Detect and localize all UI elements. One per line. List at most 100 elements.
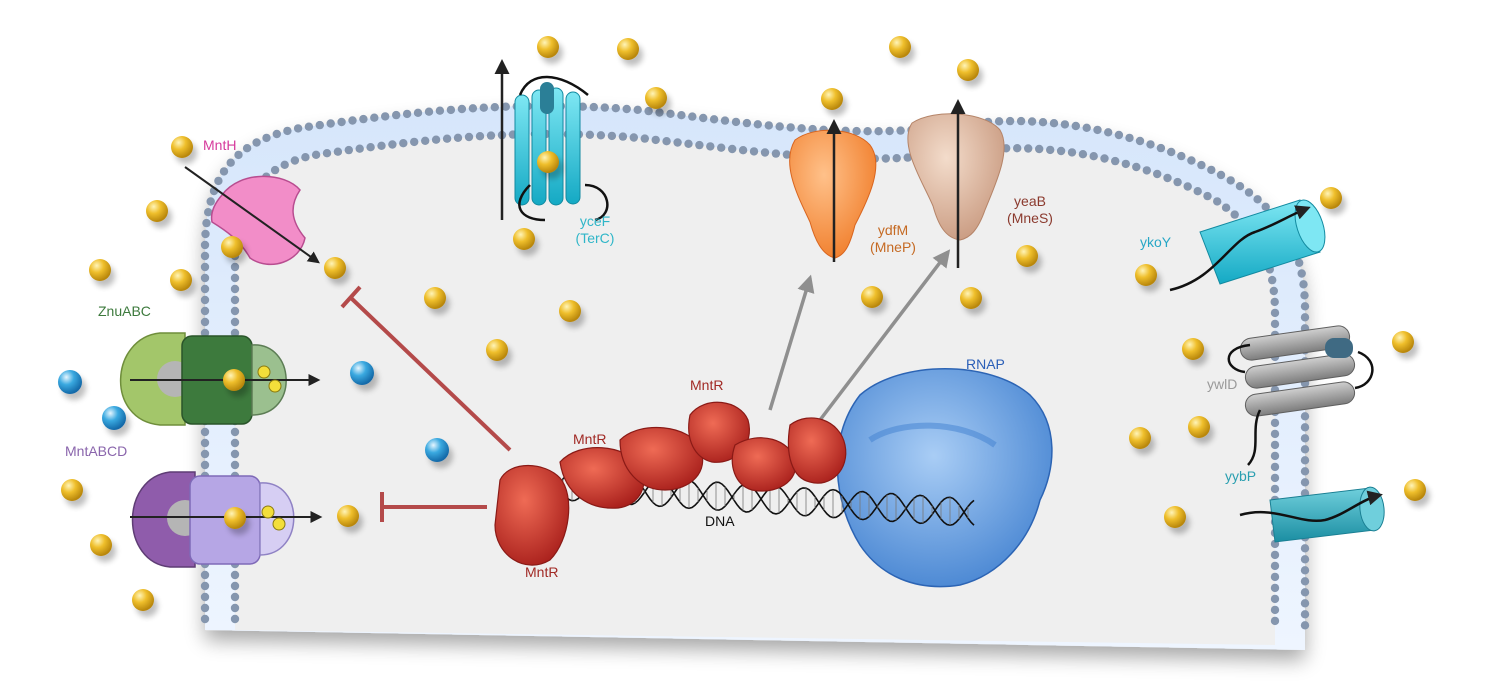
lipid-head — [475, 132, 485, 141]
lipid-head — [311, 150, 321, 159]
lipid-head — [270, 165, 280, 175]
lipid-head — [230, 262, 240, 272]
lipid-head — [200, 273, 210, 283]
lipid-head — [666, 109, 675, 119]
lipid-head — [662, 137, 671, 146]
lipid-head — [709, 115, 719, 124]
mn-ion — [1135, 264, 1157, 286]
lipid-head — [242, 144, 252, 153]
mn-ions — [61, 36, 1426, 611]
lipid-head — [230, 284, 240, 294]
lipid-head — [874, 127, 883, 136]
lipid-head — [280, 160, 289, 169]
lipid-head — [230, 295, 240, 305]
lipid-head — [424, 107, 434, 116]
lipid-head — [468, 104, 478, 113]
lipid-head — [446, 105, 456, 115]
lipid-head — [786, 123, 795, 132]
lipid-head — [283, 126, 292, 136]
lipid-head — [1167, 147, 1176, 157]
lipid-head — [1146, 140, 1155, 149]
lipid-head — [1216, 170, 1226, 180]
lipid-head — [1093, 125, 1102, 135]
label-yeab-name: yeaB — [1014, 193, 1046, 209]
lipid-head — [204, 208, 213, 217]
label-ycef: yceF (TerC) — [555, 213, 635, 247]
lipid-head — [1270, 429, 1280, 439]
mn-ion — [537, 151, 559, 173]
lipid-head — [585, 130, 595, 139]
label-mntr-mid: MntR — [573, 431, 607, 447]
mn-ion — [132, 589, 154, 611]
lipid-head — [1300, 544, 1310, 553]
lipid-head — [200, 570, 210, 580]
lipid-head — [1270, 561, 1280, 571]
rnap-complex — [836, 368, 1053, 588]
lipid-head — [464, 132, 474, 142]
lipid-head — [359, 114, 368, 124]
lipid-head — [490, 103, 499, 112]
lipid-head — [1300, 555, 1310, 564]
lipid-head — [863, 127, 872, 136]
lipid-head — [881, 154, 890, 163]
lipid-head — [1060, 120, 1070, 129]
lipid-head — [771, 149, 781, 158]
lipid-head — [348, 116, 357, 125]
lipid-head — [618, 132, 628, 141]
lipid-head — [304, 122, 314, 131]
lipid-head — [1300, 610, 1310, 619]
lipid-head — [234, 150, 243, 160]
lipid-head — [290, 156, 300, 165]
lipid-head — [684, 139, 693, 148]
lipid-head — [399, 139, 408, 148]
lipid-head — [1270, 319, 1280, 329]
znuabc-transporter — [119, 332, 321, 426]
lipid-head — [230, 273, 240, 283]
mn-ion — [224, 507, 246, 529]
lipid-head — [1300, 588, 1310, 597]
lipid-head — [797, 124, 806, 133]
lipid-head — [1300, 599, 1310, 608]
lipid-head — [1270, 572, 1280, 582]
lipid-head — [1270, 451, 1280, 461]
mn-ion — [821, 88, 843, 110]
lipid-head — [230, 306, 240, 316]
label-yybp: yybP — [1225, 468, 1257, 484]
lipid-head — [1100, 154, 1109, 163]
label-dna: DNA — [705, 513, 735, 529]
lipid-head — [1270, 484, 1280, 494]
label-yeab-alias: (MneS) — [1007, 210, 1053, 226]
label-mntabcd: MntABCD — [65, 443, 128, 459]
mn-ion — [1404, 479, 1426, 501]
lipid-head — [633, 105, 642, 115]
lipid-head — [589, 102, 598, 112]
lipid-head — [655, 108, 664, 117]
lipid-head — [1270, 462, 1280, 472]
lipid-head — [629, 133, 638, 142]
lipid-head — [1270, 297, 1279, 307]
lipid-head — [728, 144, 737, 154]
lipid-head — [1270, 616, 1280, 626]
lipid-head — [457, 104, 467, 114]
lipid-head — [200, 460, 210, 470]
lipid-head — [230, 438, 240, 448]
mn-ion — [90, 534, 112, 556]
lipid-head — [486, 131, 496, 140]
mn-ion — [1392, 331, 1414, 353]
lipid-head — [230, 460, 240, 470]
lipid-head — [738, 146, 748, 155]
lipid-head — [381, 112, 390, 121]
lipid-head — [1300, 313, 1310, 322]
repression-inhibitor-mnth — [340, 285, 512, 452]
lipid-head — [501, 102, 510, 111]
lipid-head — [1253, 195, 1262, 204]
lipid-head — [1071, 121, 1081, 131]
label-ykoy: ykoY — [1140, 234, 1172, 250]
lipid-head — [1300, 434, 1310, 443]
lipid-head — [200, 240, 210, 250]
lipid-head — [370, 113, 379, 122]
lipid-head — [688, 112, 697, 121]
lipid-head — [1056, 146, 1066, 156]
lipid-head — [230, 317, 240, 327]
lipid-head — [1297, 269, 1306, 278]
